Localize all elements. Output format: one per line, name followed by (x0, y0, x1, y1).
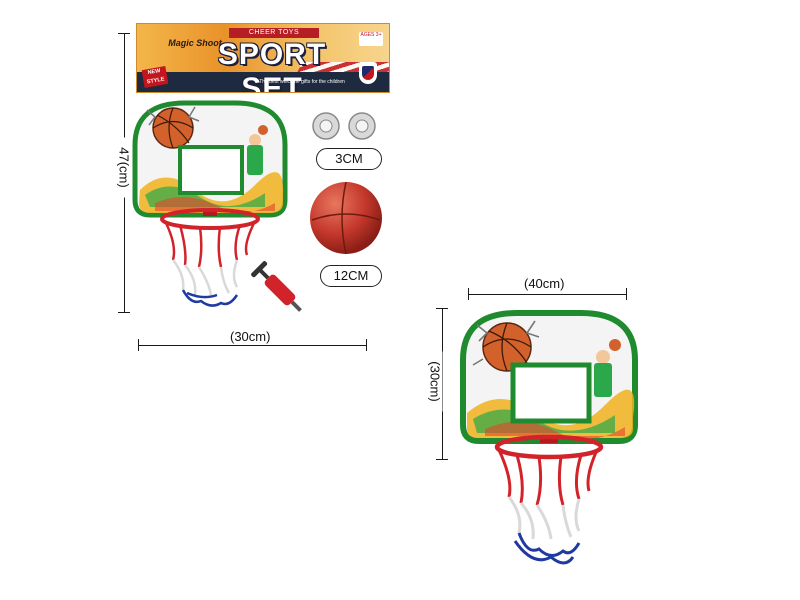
package-header: CHEER TOYS Magic Shoot SPORT SET NEW STY… (136, 23, 390, 93)
rim (160, 208, 260, 230)
board-height-label: (30cm) (427, 351, 443, 412)
target-square (510, 362, 592, 424)
ball-size-label: 12CM (320, 265, 382, 287)
slogan-text: The best welcome gifts for the children (259, 79, 345, 85)
suction-cup-size-label: 3CM (316, 148, 382, 170)
header-band (137, 72, 389, 92)
board-width-tick-right (626, 288, 627, 300)
board-ball-icon (152, 107, 194, 149)
suction-cup-icon (348, 112, 376, 140)
package-width-line (138, 345, 366, 346)
suction-cup-icon (312, 112, 340, 140)
package-hoop-illustration (132, 100, 288, 307)
board-width-label: (40cm) (522, 276, 567, 291)
ball-icon (310, 182, 382, 254)
net (163, 220, 257, 307)
package-width-tick-right (366, 339, 367, 351)
shield-icon (359, 62, 377, 84)
package-height-tick-bottom (118, 312, 130, 313)
age-badge: AGES 3+ (359, 32, 383, 46)
package-height-tick-top (118, 33, 130, 34)
board-width-line (468, 294, 626, 295)
board-height-tick-bottom (436, 459, 448, 460)
rim (494, 434, 604, 460)
tagline-label: Magic Shoot (168, 38, 222, 48)
net (497, 449, 599, 565)
pump-icon (251, 261, 302, 312)
board-width-tick-left (468, 288, 469, 300)
ball-illustration (310, 181, 382, 255)
board-height-line (442, 308, 443, 460)
board-height-tick-top (436, 308, 448, 309)
suction-cups (312, 112, 376, 140)
large-hoop-illustration (460, 310, 638, 565)
package-width-label: (30cm) (228, 329, 273, 344)
brand-label: CHEER TOYS (229, 28, 319, 38)
target-square (178, 145, 244, 195)
package-width-tick-left (138, 339, 139, 351)
package-title: SPORT SET (217, 38, 327, 93)
